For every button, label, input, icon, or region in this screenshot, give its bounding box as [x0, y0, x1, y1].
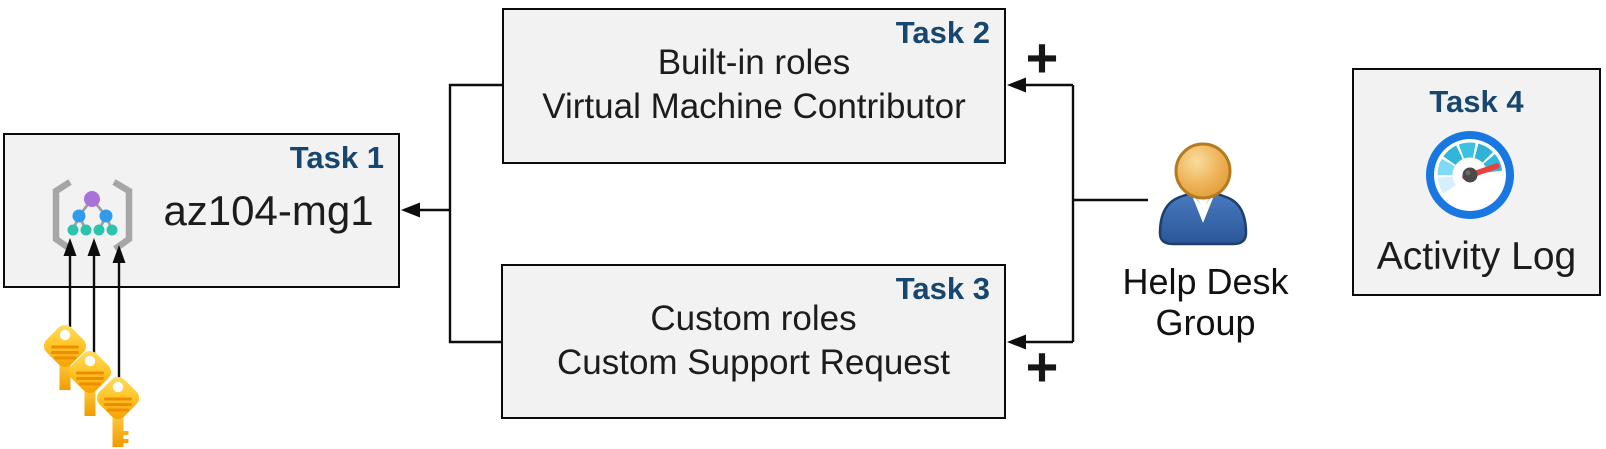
group-label-line1: Help Desk	[1122, 261, 1289, 302]
task1-label: Task 1	[289, 140, 384, 175]
gauge-icon	[1426, 131, 1514, 219]
task2-box: Task 2 Built-in roles Virtual Machine Co…	[502, 8, 1006, 164]
group-label: Help Desk Group	[1098, 261, 1313, 343]
bracket-connector	[448, 83, 502, 344]
task2-label: Task 2	[895, 15, 990, 50]
task4-caption: Activity Log	[1376, 235, 1577, 278]
task3-label: Task 3	[895, 271, 990, 306]
group-label-line2: Group	[1155, 302, 1256, 343]
keys-icon	[43, 324, 140, 447]
key-1	[43, 324, 87, 390]
task3-line2: Custom Support Request	[557, 343, 950, 382]
key-2	[68, 350, 112, 416]
task3-line1: Custom roles	[650, 299, 857, 338]
task2-line1: Built-in roles	[657, 43, 851, 82]
person-icon	[1158, 142, 1248, 246]
plus-sign-top: +	[1025, 26, 1059, 89]
plus-sign-bottom: +	[1025, 335, 1059, 398]
task3-box: Task 3 Custom roles Custom Support Reque…	[501, 264, 1006, 419]
task4-label: Task 4	[1429, 84, 1524, 119]
task1-resource-name: az104-mg1	[163, 187, 374, 234]
management-group-icon	[52, 179, 133, 252]
task2-line2: Virtual Machine Contributor	[542, 87, 966, 126]
task4-box: Task 4 Activity Log	[1352, 68, 1601, 296]
key-3	[96, 376, 140, 447]
task1-box: Task 1 az104-mg1	[3, 133, 400, 288]
task2-text: Built-in roles Virtual Machine Contribut…	[504, 41, 1004, 129]
arrowhead-task1	[401, 202, 420, 218]
task3-text: Custom roles Custom Support Request	[503, 297, 1004, 385]
